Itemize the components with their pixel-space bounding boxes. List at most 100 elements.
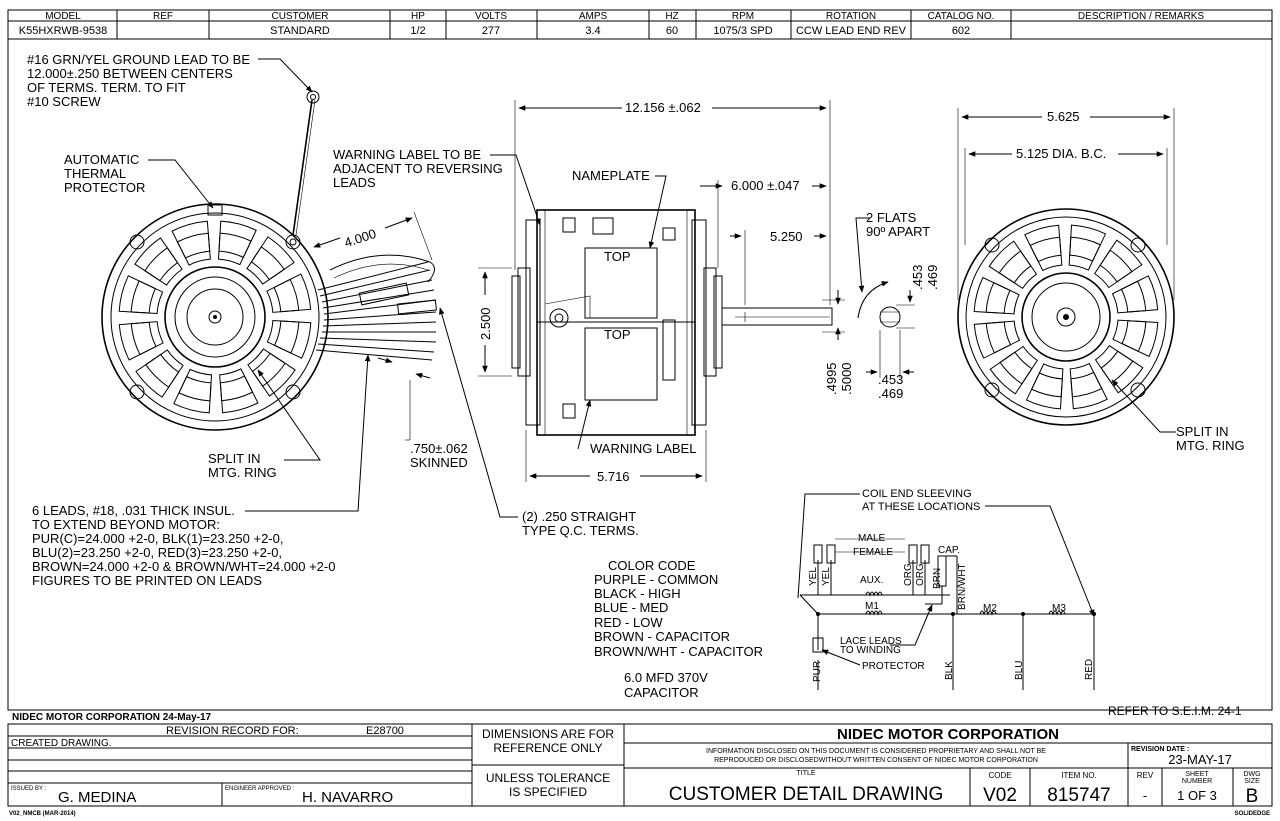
note-ground-lead-2: 12.000±.250 BETWEEN CENTERS [27, 66, 233, 81]
vent-slot [1030, 372, 1063, 398]
vent-slot [1029, 236, 1062, 263]
col-volts: VOLTS [475, 11, 507, 22]
val-rpm: 1075/3 SPD [713, 25, 772, 37]
note-color-code: COLOR CODE PURPLE - COMMON BLACK - HIGH … [594, 558, 763, 659]
note-split-right: SPLIT IN MTG. RING [1176, 424, 1245, 453]
title-label: TITLE [796, 770, 815, 777]
vent-slot [1068, 224, 1107, 271]
wire-org-2: ORG [915, 563, 926, 586]
dim-12156: 12.156 ±.062 [625, 100, 701, 115]
dim-6000: 6.000 ±.047 [731, 178, 800, 193]
vent-slot [973, 320, 1021, 359]
col-rpm: RPM [732, 11, 754, 22]
engineer-value: H. NAVARRO [302, 789, 393, 806]
vent-slot [1069, 362, 1108, 410]
note-ground-lead-1: #16 GRN/YEL GROUND LEAD TO BE [27, 52, 250, 67]
vent-slot [999, 351, 1033, 385]
left-end-view [101, 90, 437, 431]
note-qc-2: TYPE Q.C. TERMS. [522, 523, 639, 538]
unless-1: UNLESS TOLERANCE [486, 771, 610, 785]
vent-slot [130, 280, 157, 314]
note-top-2: TOP [604, 327, 631, 342]
note-leads-5: BROWN=24.000 +2-0 & BROWN/WHT=24.000 +2-… [32, 559, 335, 574]
drawing-frame [7, 38, 1273, 711]
dim-453-h: .453 [878, 372, 903, 387]
coil-sleeving-2: AT THESE LOCATIONS [862, 501, 980, 513]
engineer-label: ENGINEER APPROVED : [225, 786, 295, 792]
wire-male: MALE [858, 533, 886, 544]
note-thermal: AUTOMATIC THERMAL PROTECTOR [64, 152, 145, 195]
note-cap-1: 6.0 MFD 370V [624, 670, 708, 685]
vent-slot [989, 345, 1039, 395]
vent-slot [973, 276, 1020, 315]
dwg-value: B [1246, 786, 1259, 807]
note-top-1: TOP [604, 249, 631, 264]
vent-slot [273, 278, 300, 313]
val-hz: 60 [666, 25, 678, 37]
title-block: NIDEC MOTOR CORPORATION 24-May-17 REVISI… [7, 712, 1273, 817]
vent-slot [1112, 319, 1159, 358]
vent-slot [1099, 249, 1133, 283]
dimension-texts: 4.000 12.156 ±.062 6.000 ±.047 5.250 2.5… [342, 100, 1106, 484]
dim-4995: .4995 [824, 362, 839, 395]
dims-ref-1: DIMENSIONS ARE FOR [482, 727, 614, 741]
note-qc-terms: (2) .250 STRAIGHT TYPE Q.C. TERMS. [522, 509, 639, 538]
vent-slot [998, 250, 1032, 284]
dim-469-h: .469 [878, 386, 903, 401]
note-warning-label: WARNING LABEL [590, 441, 696, 456]
note-flats: 2 FLATS 90º APART [866, 210, 930, 239]
note-thermal-2: THERMAL [64, 166, 126, 181]
dim-453-v: .453 [910, 265, 925, 290]
vent-slot [1069, 236, 1102, 262]
note-cap-2: CAPACITOR [624, 685, 699, 700]
color-code-brown: BROWN - CAPACITOR [594, 629, 730, 644]
note-split-right-2: MTG. RING [1176, 438, 1245, 453]
wire-lace-2: TO WINDING [840, 645, 901, 656]
vent-slot [145, 353, 180, 388]
note-capacitor: 6.0 MFD 370V CAPACITOR [624, 670, 708, 700]
dims-ref-2: REFERENCE ONLY [493, 741, 602, 755]
val-volts: 277 [482, 25, 500, 37]
color-code-brownwht: BROWN/WHT - CAPACITOR [594, 644, 763, 659]
rev-date-value: 23-MAY-17 [1168, 752, 1232, 767]
refer-note: REFER TO S.E.I.M. 24-1 [1108, 704, 1242, 718]
wire-m2: M2 [983, 603, 997, 614]
wire-aux: AUX. [860, 575, 883, 586]
sheet-label-2: NUMBER [1182, 778, 1212, 785]
note-leads-3: PUR(C)=24.000 +2-0, BLK(1)=23.250 +2-0, [32, 531, 283, 546]
val-catalog: 602 [952, 25, 970, 37]
note-warning-adjacent: WARNING LABEL TO BE ADJACENT TO REVERSIN… [333, 147, 503, 190]
issued-value: G. MEDINA [58, 789, 136, 806]
vent-slot [130, 321, 157, 356]
wire-m1: M1 [865, 601, 879, 612]
vent-slot [1121, 320, 1147, 353]
note-leads-1: 6 LEADS, #18, .031 THICK INSUL. [32, 503, 235, 518]
code-label: CODE [988, 771, 1011, 780]
company-name: NIDEC MOTOR CORPORATION [837, 726, 1059, 743]
wiring-diagram: COIL END SLEEVING AT THESE LOCATIONS [797, 488, 1242, 718]
note-flats-2: 90º APART [866, 224, 930, 239]
company-date: NIDEC MOTOR CORPORATION 24-May-17 [12, 712, 212, 723]
col-amps: AMPS [579, 11, 608, 22]
wire-yel-1: YEL [808, 567, 819, 586]
note-split-left-2: MTG. RING [208, 465, 277, 480]
vent-slot [1120, 280, 1147, 313]
note-skinned-2: SKINNED [410, 455, 468, 470]
vent-slot [985, 321, 1012, 354]
note-split-left: SPLIT IN MTG. RING [208, 451, 277, 480]
sheet-value: 1 OF 3 [1177, 788, 1217, 803]
note-qc-1: (2) .250 STRAIGHT [522, 509, 636, 524]
note-warn-1: WARNING LABEL TO BE [333, 147, 481, 162]
note-thermal-1: AUTOMATIC [64, 152, 139, 167]
rev-label: REV [1137, 771, 1154, 780]
val-hp: 1/2 [410, 25, 425, 37]
info-1: INFORMATION DISCLOSED ON THIS DOCUMENT I… [706, 748, 1046, 755]
header-table: MODEL REF CUSTOMER HP VOLTS AMPS HZ RPM … [7, 9, 1273, 40]
vent-slot [985, 281, 1011, 314]
note-skinned-1: .750±.062 [410, 441, 468, 456]
val-customer: STANDARD [270, 25, 330, 37]
note-warn-3: LEADS [333, 175, 376, 190]
right-end-view [957, 208, 1175, 426]
coil-sleeving-1: COIL END SLEEVING [862, 488, 972, 500]
warning-label-panel [584, 327, 658, 401]
